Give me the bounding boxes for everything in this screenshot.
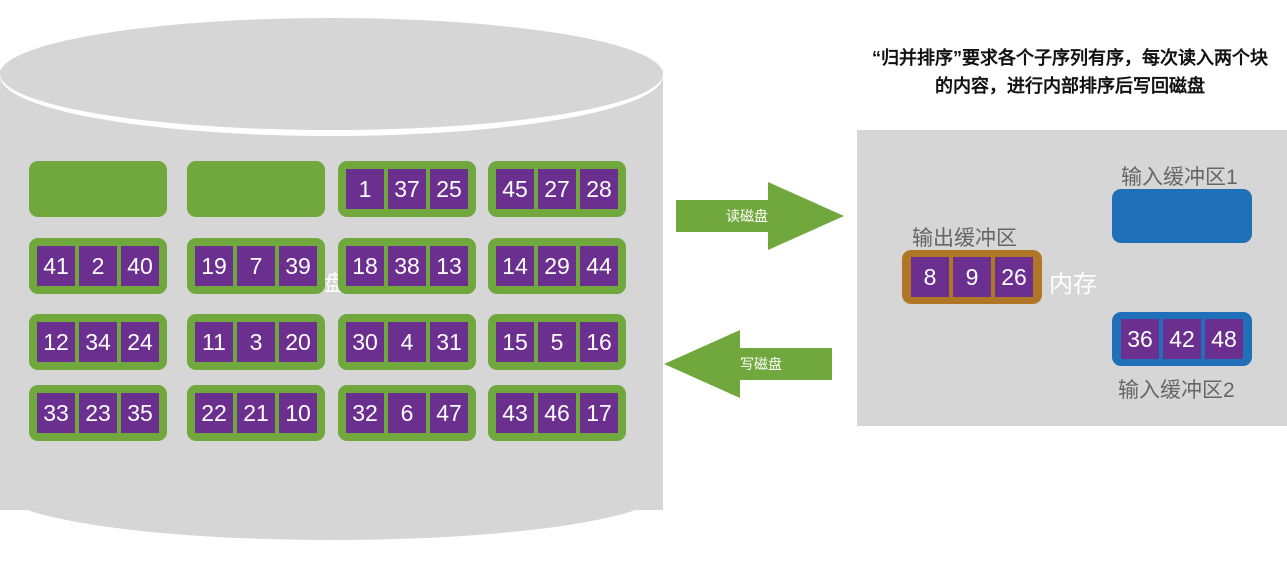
disk-block-cell: 12 [37, 322, 75, 362]
disk-block-cell: 27 [538, 169, 576, 209]
disk-block-cell: 34 [79, 322, 117, 362]
disk-block-cell: 44 [580, 246, 618, 286]
disk-block-cell: 32 [346, 393, 384, 433]
disk-block-cell: 19 [195, 246, 233, 286]
disk-bottom [0, 440, 663, 540]
disk-block-cell: 15 [496, 322, 534, 362]
disk-block-cell: 46 [538, 393, 576, 433]
disk-block-cell: 31 [430, 322, 468, 362]
write-arrow-label: 写磁盘 [740, 356, 782, 372]
disk-block [29, 161, 167, 217]
disk-block-cell: 39 [279, 246, 317, 286]
disk-block-cell: 37 [388, 169, 426, 209]
input-buffer-2-cell: 42 [1163, 319, 1201, 359]
disk-block-cell: 33 [37, 393, 75, 433]
disk-block-cell: 1 [346, 169, 384, 209]
output-buffer-cell: 8 [911, 257, 949, 297]
disk-block-cell: 23 [79, 393, 117, 433]
disk-block-cell: 3 [237, 322, 275, 362]
input-buffer-1 [1112, 189, 1252, 243]
disk-block-cell: 16 [580, 322, 618, 362]
disk-block-cell: 4 [388, 322, 426, 362]
disk-block-cell: 30 [346, 322, 384, 362]
disk-block-cell: 35 [121, 393, 159, 433]
input-buffer-2-cell: 36 [1121, 319, 1159, 359]
disk-top [0, 18, 663, 130]
disk-block-cell: 38 [388, 246, 426, 286]
output-buffer: 8 9 26 [902, 250, 1042, 304]
input-buffer-2-title: 输入缓冲区2 [1118, 379, 1235, 402]
output-buffer-title: 输出缓冲区 [912, 227, 1017, 250]
disk-block-cell: 10 [279, 393, 317, 433]
disk-block-cell: 13 [430, 246, 468, 286]
write-arrow [664, 330, 832, 398]
disk-block-cell: 25 [430, 169, 468, 209]
input-buffer-2: 36 42 48 [1112, 312, 1252, 366]
disk-block-cell: 14 [496, 246, 534, 286]
disk-block-cell: 29 [538, 246, 576, 286]
disk-block-cell: 45 [496, 169, 534, 209]
disk-block [187, 161, 325, 217]
caption: “归并排序”要求各个子序列有序，每次读入两个块的内容，进行内部排序后写回磁盘 [872, 48, 1268, 96]
disk-block-cell: 6 [388, 393, 426, 433]
disk-block-cell: 18 [346, 246, 384, 286]
output-buffer-cell: 26 [995, 257, 1033, 297]
disk-block-cell: 40 [121, 246, 159, 286]
read-arrow-label: 读磁盘 [726, 208, 768, 224]
disk-block-cell: 5 [538, 322, 576, 362]
output-buffer-cell: 9 [953, 257, 991, 297]
disk-block-cell: 43 [496, 393, 534, 433]
disk-block-cell: 28 [580, 169, 618, 209]
disk-block-cell: 2 [79, 246, 117, 286]
disk-block-cell: 21 [237, 393, 275, 433]
read-arrow [676, 182, 844, 250]
disk-block-cell: 41 [37, 246, 75, 286]
disk-block-cell: 47 [430, 393, 468, 433]
disk-block-cell: 17 [580, 393, 618, 433]
input-buffer-1-title: 输入缓冲区1 [1121, 166, 1238, 189]
disk-block-cell: 11 [195, 322, 233, 362]
disk-block-cell: 22 [195, 393, 233, 433]
disk-block-cell: 7 [237, 246, 275, 286]
input-buffer-2-cell: 48 [1205, 319, 1243, 359]
disk-block-cell: 20 [279, 322, 317, 362]
memory-label: 内存 [1049, 271, 1097, 298]
disk-block-cell: 24 [121, 322, 159, 362]
